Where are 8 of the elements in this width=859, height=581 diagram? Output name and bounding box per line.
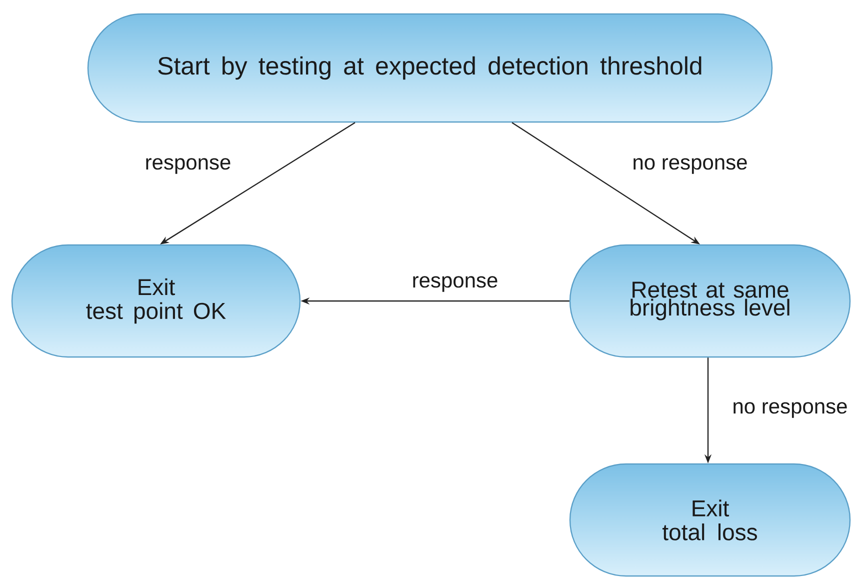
process-box: Start by testing at expected detection threshold [87, 13, 773, 123]
edge-label: no response [630, 156, 750, 176]
process-box: Exit test point OK [11, 244, 301, 358]
process-box: Exit total loss [569, 463, 851, 577]
edge-label: no response [730, 400, 850, 420]
process-box: Retest at same brightness level [569, 244, 851, 358]
edge-label: response [410, 274, 500, 294]
edge-label: response [142, 156, 234, 176]
